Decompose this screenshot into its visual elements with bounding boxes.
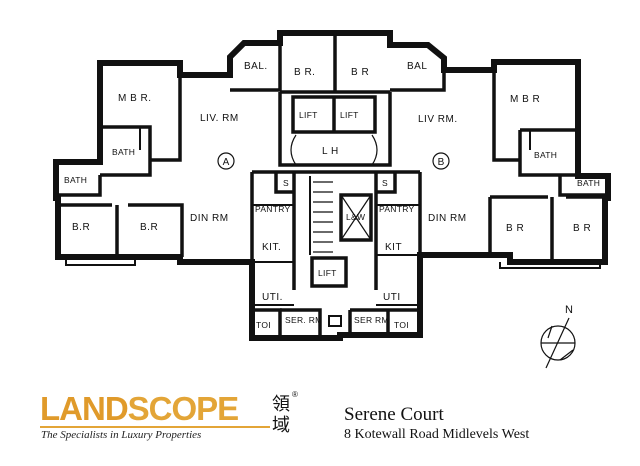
room-label-uti-right: UTI xyxy=(383,292,401,303)
left-bath-inner-wall xyxy=(100,125,152,177)
balcony-right-wall xyxy=(390,43,446,92)
room-label-lw: L&W xyxy=(346,212,365,222)
room-label-bath-left-outer: BATH xyxy=(64,175,87,185)
tagline-rule xyxy=(40,426,270,428)
room-label-bath-right-outer: BATH xyxy=(577,178,600,188)
logo-part-land: LAND xyxy=(40,390,129,427)
service-lift-shaft xyxy=(310,256,348,288)
right-bath-outer-wall xyxy=(558,176,608,197)
logo-registered-mark: ® xyxy=(292,390,298,399)
lift-hall-wall xyxy=(278,92,392,167)
room-label-pantry-right: PANTRY xyxy=(379,204,415,214)
building-outline xyxy=(53,30,611,341)
room-label-ser-left: SER. RM xyxy=(285,315,323,325)
landscope-brand: LANDSCOPE 領 域 ® The Specialists in Luxur… xyxy=(40,382,310,462)
room-label-lift-top-right: LIFT xyxy=(340,110,359,120)
left-bath-outer-wall xyxy=(56,175,102,197)
logo-chinese-line-2: 域 xyxy=(272,415,290,436)
logo-chinese-line-1: 領 xyxy=(272,394,290,415)
logo-chinese-name: 領 域 xyxy=(272,394,290,436)
landscope-logo: LANDSCOPE xyxy=(40,390,240,427)
left-mbr-wall xyxy=(150,75,182,162)
lw-shaft-cross xyxy=(340,194,372,241)
left-bedrooms-wall xyxy=(58,203,184,257)
project-address: 8 Kotewall Road Midlevels West xyxy=(344,427,530,442)
room-label-pantry-left: PANTRY xyxy=(255,204,291,214)
room-label-br-left-b: B.R xyxy=(140,222,158,233)
room-label-s-right: S xyxy=(382,178,388,188)
room-label-kit-left: KIT. xyxy=(262,242,281,253)
room-label-br-top-right: B R xyxy=(351,67,369,78)
duct-box xyxy=(328,315,342,327)
room-label-toi-left: TOI xyxy=(256,320,271,330)
balcony-left-wall xyxy=(228,41,282,92)
lift-door-arcs xyxy=(290,134,378,166)
room-label-br-top-left: B R. xyxy=(294,67,315,78)
room-label-mbr-left: M B R. xyxy=(118,93,152,104)
room-label-din-left: DIN RM xyxy=(190,213,229,224)
brand-tagline: The Specialists in Luxury Properties xyxy=(41,429,202,441)
room-label-bath-right-inner: BATH xyxy=(534,150,557,160)
project-info: Serene Court 8 Kotewall Road Midlevels W… xyxy=(344,404,624,444)
right-mbr-wall xyxy=(492,70,520,162)
floor-plan-drawing: A B N BAL. BAL B R. B R M B R. M B R LIV… xyxy=(53,30,611,369)
servant-rooms xyxy=(280,308,388,338)
north-arrow-icon xyxy=(540,317,576,369)
room-label-s-left: S xyxy=(283,178,289,188)
passenger-lift-shafts xyxy=(291,95,377,134)
room-label-lift-top-left: LIFT xyxy=(299,110,318,120)
room-label-lift-hall: L H xyxy=(322,146,339,157)
room-label-liv-left: LIV. RM xyxy=(200,113,239,124)
room-label-bal-right: BAL xyxy=(407,61,427,72)
left-wardrobe xyxy=(65,257,136,266)
north-label: N xyxy=(565,304,573,316)
s-cupboards xyxy=(274,172,397,194)
room-label-br-right-a: B R xyxy=(506,223,524,234)
kitchen-right-wall xyxy=(376,204,420,306)
flat-a-marker: A xyxy=(223,157,230,168)
room-label-br-left-a: B.R xyxy=(72,222,90,233)
room-label-lift-service: LIFT xyxy=(318,268,337,278)
room-label-toi-right: TOI xyxy=(394,320,409,330)
lw-shaft xyxy=(339,193,373,242)
room-label-din-right: DIN RM xyxy=(428,213,467,224)
room-label-liv-right: LIV RM. xyxy=(418,114,458,125)
room-label-mbr-right: M B R xyxy=(510,94,540,105)
service-core-wall xyxy=(250,170,422,262)
flat-a-marker-circle xyxy=(217,152,235,170)
room-label-bal-left: BAL. xyxy=(244,61,268,72)
room-label-bath-left-inner: BATH xyxy=(112,147,135,157)
toilet-right xyxy=(386,308,420,335)
room-label-br-right-b: B R xyxy=(573,223,591,234)
room-label-kit-right: KIT xyxy=(385,242,402,253)
right-wardrobe xyxy=(499,262,601,269)
kitchen-left-wall xyxy=(252,204,294,306)
logo-part-scope: SCOPE xyxy=(127,390,240,427)
room-label-ser-right: SER RM xyxy=(354,315,389,325)
flat-b-marker-circle xyxy=(432,152,450,170)
project-name: Serene Court xyxy=(344,404,444,425)
staircase-treads xyxy=(313,181,333,253)
room-label-uti-left: UTI. xyxy=(262,292,283,303)
flat-b-marker: B xyxy=(438,157,445,168)
